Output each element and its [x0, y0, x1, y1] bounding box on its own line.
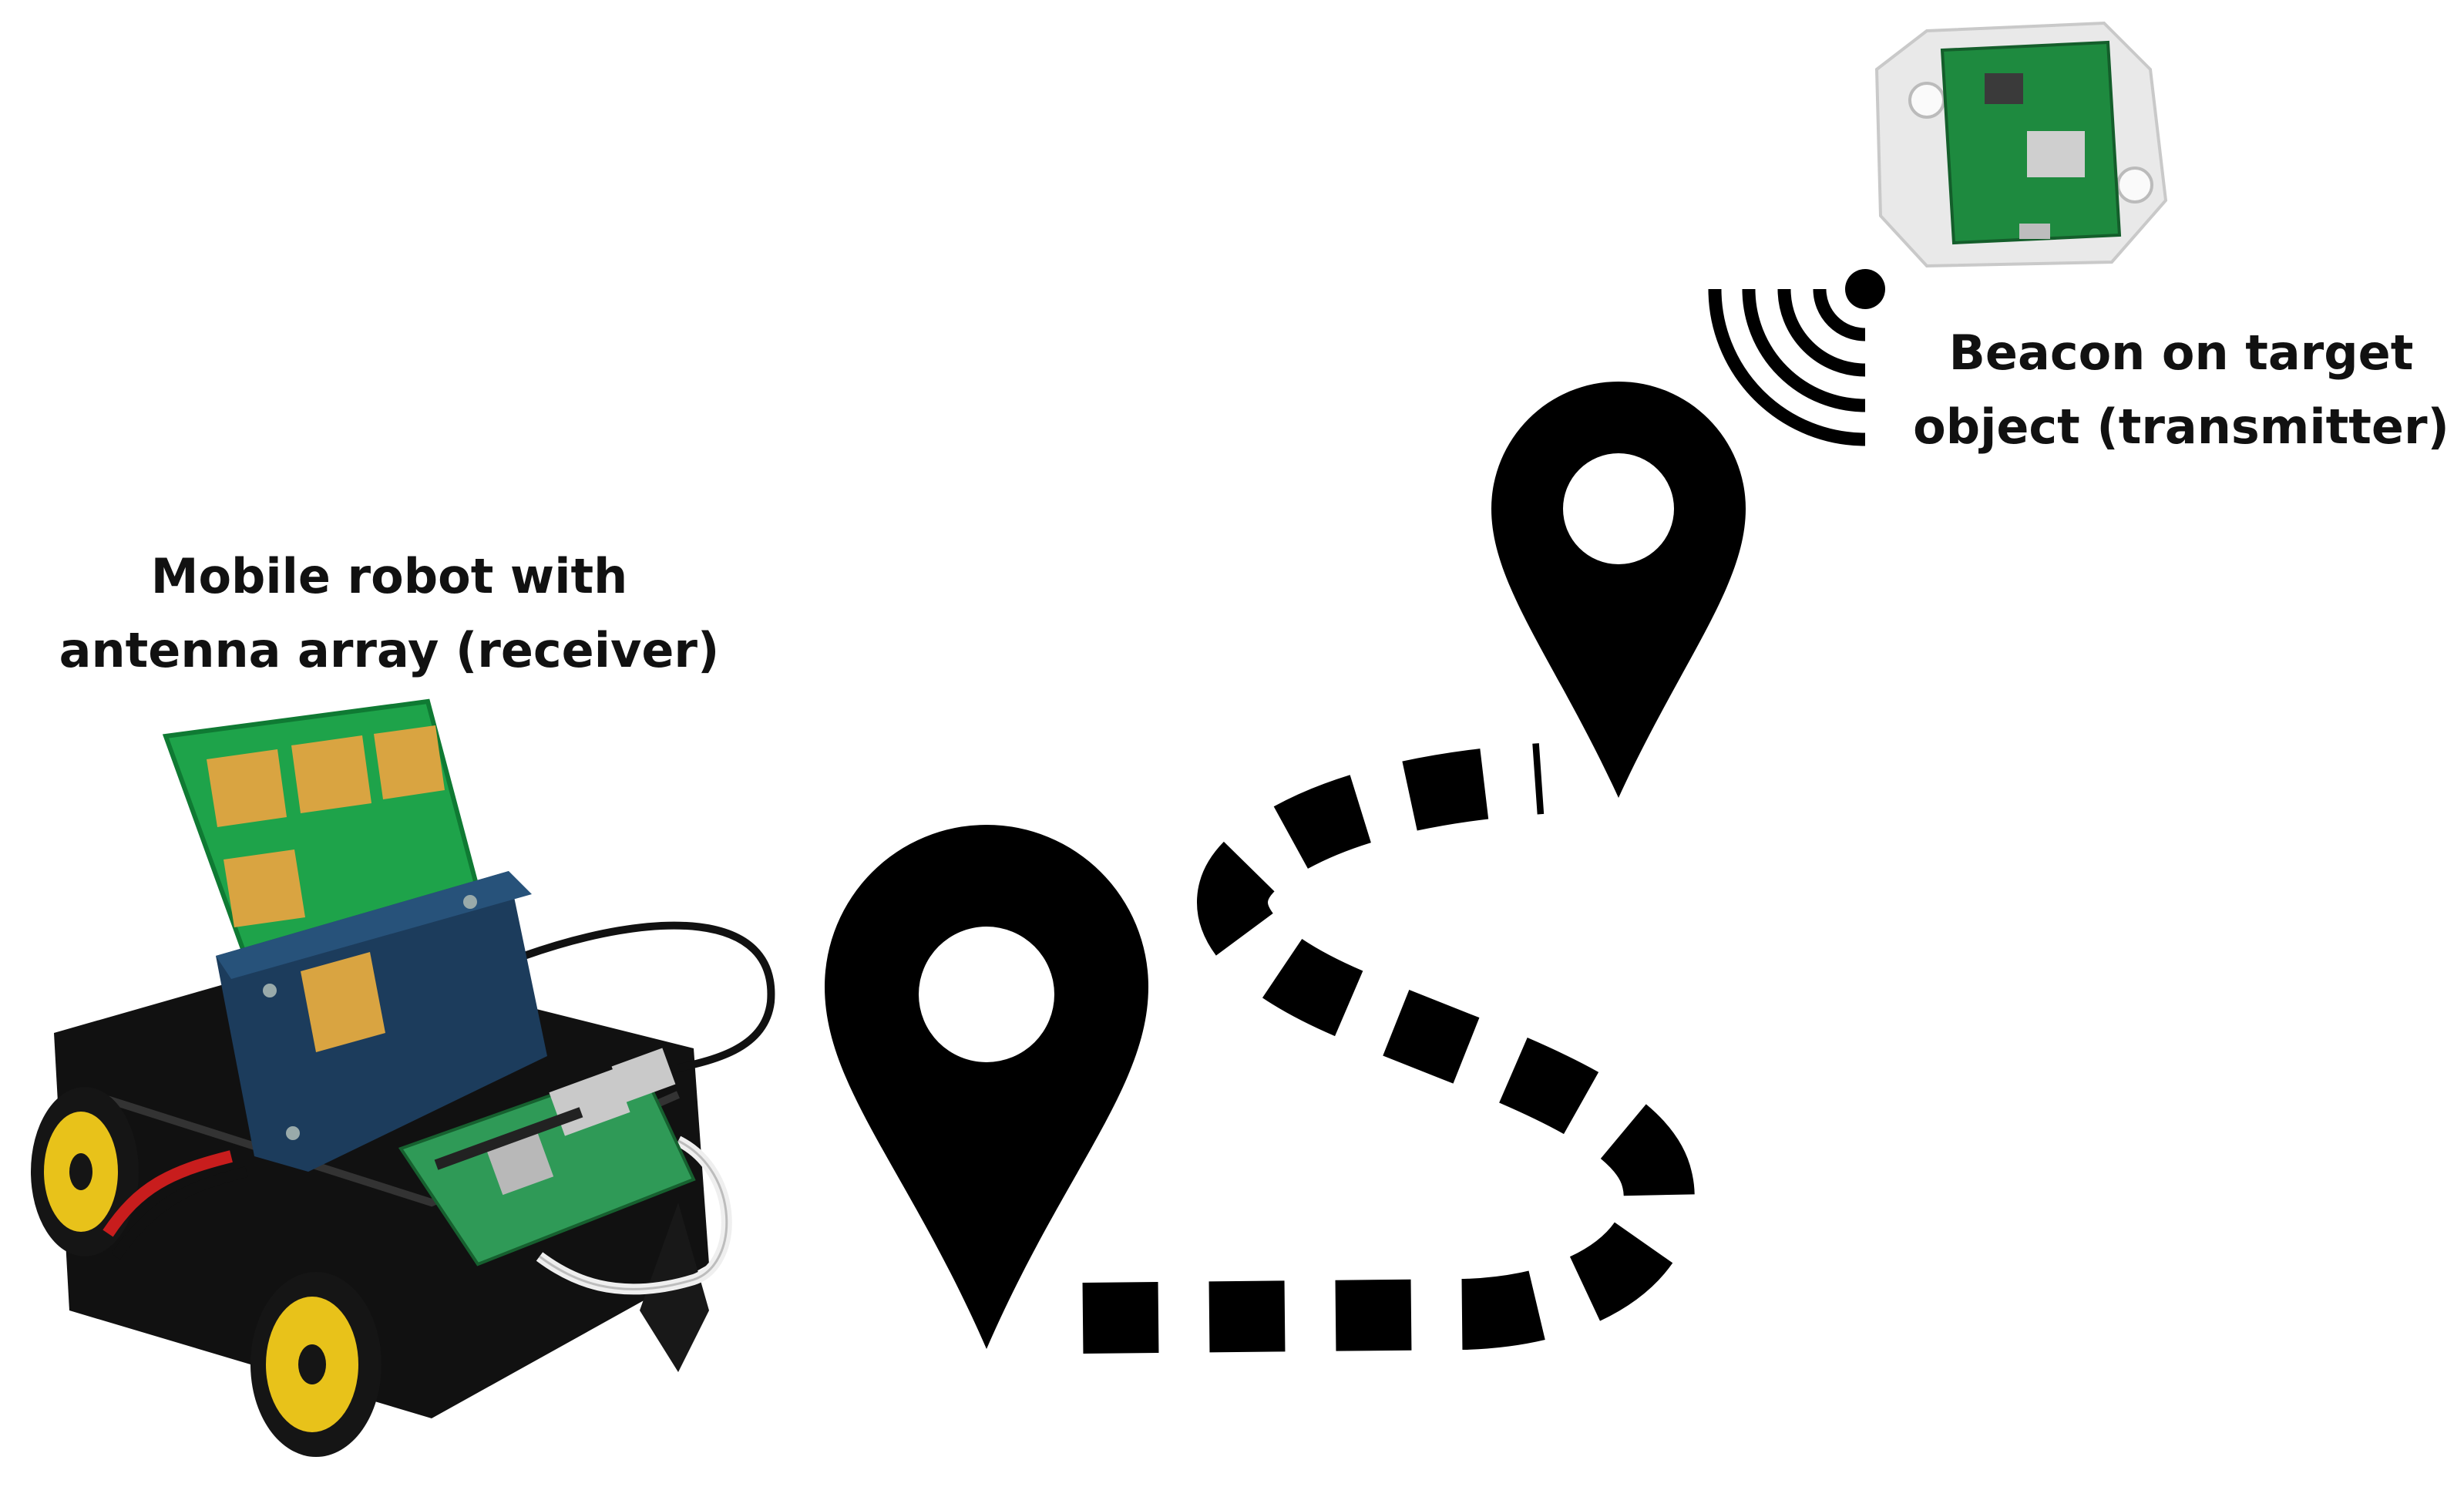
robot-label: Mobile robot with antenna array (receive… [31, 540, 748, 688]
beacon-label-line2: object (transmitter) [1913, 399, 2449, 455]
wheel-rear-left [250, 1272, 382, 1457]
robot-image [31, 698, 775, 1457]
wheel-front-left [31, 1087, 139, 1256]
robot-label-line1: Mobile robot with [150, 548, 628, 604]
raspberry-pi-board [398, 1048, 696, 1267]
beacon-device-image [1874, 21, 2168, 268]
antenna-housing [216, 871, 547, 1172]
dashed-path [1082, 743, 1695, 1354]
start-location-pin-icon [825, 825, 1148, 1349]
destination-location-pin-icon [1491, 382, 1746, 798]
wireless-signal-icon [1708, 269, 1885, 446]
beacon-label: Beacon on target object (transmitter) [1911, 316, 2451, 464]
beacon-label-line1: Beacon on target [1948, 325, 2414, 381]
robot-label-line2: antenna array (receiver) [59, 622, 720, 678]
